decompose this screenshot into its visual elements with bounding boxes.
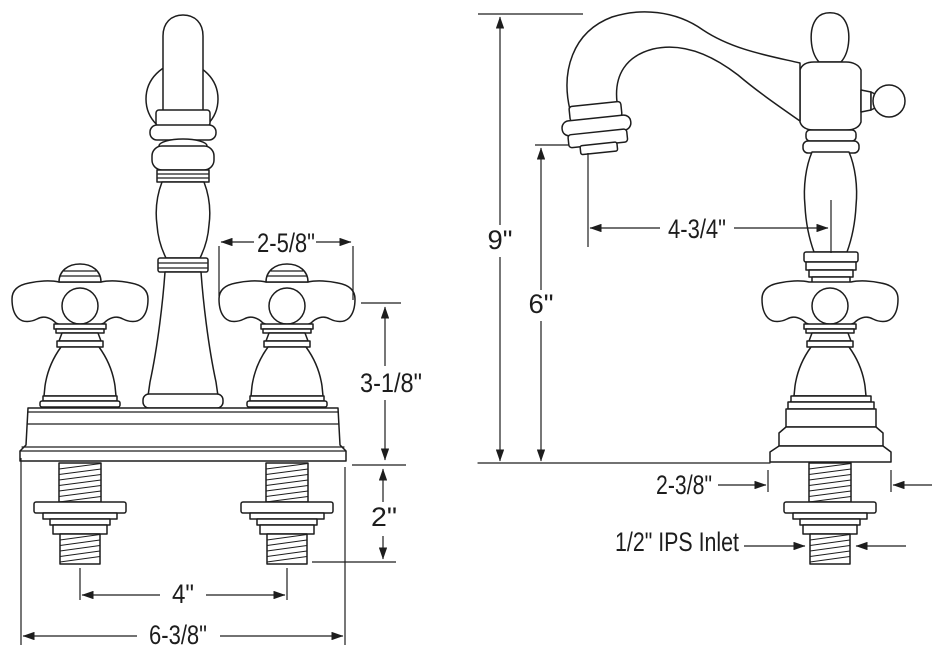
lever-ball xyxy=(860,84,906,118)
spout-column-foot xyxy=(142,393,224,409)
side-view: 9" 6" 4-3/4" 2-3/8" 1/2" IPS Inlet xyxy=(477,11,932,565)
finial xyxy=(810,12,850,63)
handle-side xyxy=(761,280,899,408)
dim-shank-height-label: 2" xyxy=(371,502,397,532)
dim-handle-spread-label: 2-5/8" xyxy=(257,228,315,258)
spout-tip xyxy=(561,100,632,156)
dim-base-depth-label: 2-3/8" xyxy=(656,470,712,500)
dim-base-depth: 2-3/8" xyxy=(656,470,932,500)
shank-side xyxy=(783,462,877,565)
dim-spout-clearance-label: 6" xyxy=(529,289,554,319)
spout-pipe xyxy=(162,14,204,114)
inlet-callout: 1/2" IPS Inlet xyxy=(615,527,906,557)
spout-column-side xyxy=(802,129,860,284)
inlet-label: 1/2" IPS Inlet xyxy=(615,527,739,557)
shank-left xyxy=(33,462,127,565)
dim-overall-height-label: 9" xyxy=(488,225,513,255)
dim-overall-height: 9" xyxy=(478,13,583,462)
valve-body xyxy=(799,61,862,131)
spout-column-front xyxy=(142,14,224,409)
dim-spout-reach-label: 4-3/4" xyxy=(668,214,726,244)
dim-height-above-counter-label: 3-1/8" xyxy=(360,368,422,398)
deck-plate-front xyxy=(19,407,347,462)
dim-overall-width-label: 6-3/8" xyxy=(149,620,207,650)
dim-height-above-counter: 3-1/8" xyxy=(352,302,422,466)
dim-center-spacing: 4" xyxy=(79,568,288,609)
handle-left xyxy=(11,263,149,408)
handle-right xyxy=(218,263,356,408)
dim-shank-height: 2" xyxy=(312,468,397,563)
dim-spout-clearance: 6" xyxy=(529,144,569,462)
dim-handle-spread: 2-5/8" xyxy=(218,228,354,300)
dim-overall-width: 6-3/8" xyxy=(20,458,346,650)
dim-center-spacing-label: 4" xyxy=(172,579,194,609)
base-side xyxy=(769,395,892,463)
dim-spout-reach: 4-3/4" xyxy=(587,153,832,253)
shank-right xyxy=(240,462,334,565)
spout xyxy=(566,11,801,122)
front-view: 2-5/8" 3-1/8" 2" 4" 6-3/8" xyxy=(11,14,422,650)
